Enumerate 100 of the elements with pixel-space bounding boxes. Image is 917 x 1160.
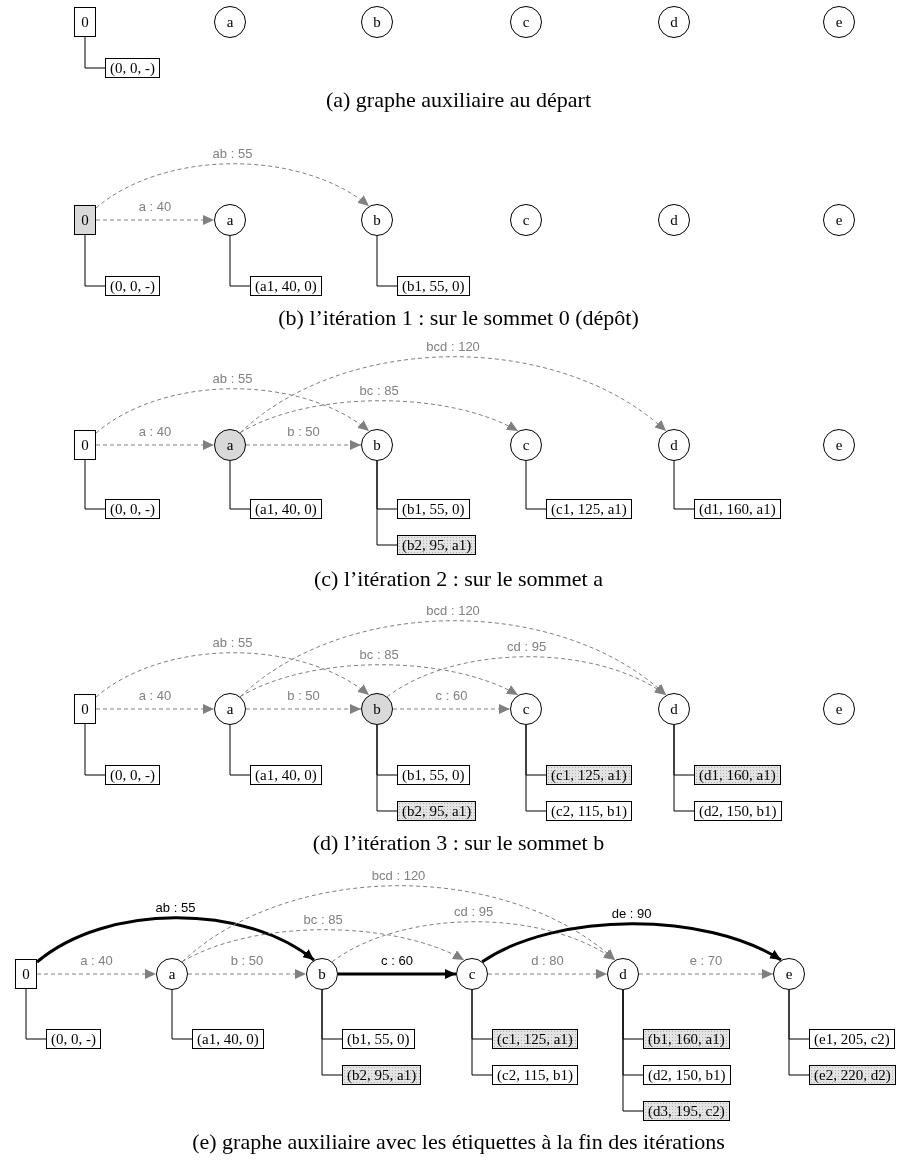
connector-line [376,235,398,287]
edge-label: b : 50 [228,954,266,968]
connector-line [25,988,47,1040]
label-box: (a1, 40, 0) [250,765,322,785]
depot-box: 0 [74,694,96,724]
label-box: (e2, 220, d2) [809,1065,896,1085]
edge-label: c : 60 [433,689,470,703]
vertex-circle: e [823,204,855,236]
vertex-circle: e [773,958,805,990]
label-box: (0, 0, -) [46,1029,101,1049]
label-box: (c2, 115, b1) [546,801,633,821]
depot-box: 0 [74,205,96,235]
arrow [338,969,456,979]
arrow [95,704,215,714]
label-box: (c1, 125, a1) [546,499,632,519]
depot-box: 0 [15,959,37,989]
edge-label: bc : 85 [301,913,345,927]
edge-label: a : 40 [78,954,115,968]
vertex-circle: d [658,429,690,461]
label-box: (b1, 55, 0) [397,765,470,785]
label-box: (b2, 95, a1) [397,801,477,821]
arrow [239,620,667,698]
arrow [95,388,370,434]
label-box: (0, 0, -) [105,765,160,785]
vertex-circle: e [823,6,855,38]
edge-label: c : 60 [379,954,415,968]
vertex-circle: b [361,429,393,461]
label-box: (c1, 125, a1) [492,1029,578,1049]
edge-label: bcd : 120 [424,604,482,618]
vertex-circle: c [456,958,488,990]
arrow [36,916,315,964]
arrow [331,921,616,963]
label-box: (0, 0, -) [105,276,160,296]
edge-label: ab : 55 [153,901,198,915]
label-box: (b1, 160, a1) [643,1029,730,1049]
arrow [638,969,774,979]
connector-line [673,724,695,812]
depot-box: 0 [74,7,96,37]
edge-label: b : 50 [285,689,322,703]
depot-box: 0 [74,430,96,460]
arrow [95,440,215,450]
vertex-circle: c [510,429,542,461]
arrow [187,969,307,979]
vertex-circle: e [823,429,855,461]
vertex-circle: d [658,204,690,236]
arrow [95,215,215,225]
edge-label: bc : 85 [357,648,401,662]
caption: (a) graphe auxiliaire au départ [324,87,593,113]
label-box: (e1, 205, c2) [809,1029,895,1049]
edge-label: bcd : 120 [424,340,482,354]
vertex-circle: d [658,6,690,38]
caption: (d) l’itération 3 : sur le sommet b [311,830,606,856]
connector-line [84,723,106,776]
label-box: (a1, 40, 0) [250,276,322,296]
arrow [239,356,667,434]
label-box: (0, 0, -) [105,58,160,78]
vertex-circle: a [214,429,246,461]
connector-line [525,460,547,510]
edge-label: cd : 95 [452,905,496,919]
label-box: (b1, 55, 0) [397,499,470,519]
connector-line [321,989,343,1076]
connector-line [788,989,810,1076]
connector-line [171,989,193,1040]
vertex-circle: b [306,958,338,990]
arrow [481,922,782,963]
edge-label: bcd : 120 [369,869,428,883]
connector-line [376,460,398,546]
label-box: (b2, 95, a1) [397,535,477,555]
vertex-circle: b [361,204,393,236]
arrow [239,664,519,698]
label-box: (b1, 55, 0) [397,276,470,296]
edge-label: ab : 55 [210,636,255,650]
label-box: (d2, 150, b1) [694,801,782,821]
arrow [239,400,519,434]
vertex-circle: d [658,693,690,725]
connector-line [229,724,251,776]
edge-label: a : 40 [136,200,174,214]
vertex-circle: c [510,6,542,38]
edge-label: a : 40 [136,425,174,439]
connector-line [376,724,398,812]
vertex-circle: e [823,693,855,725]
connector-line [525,724,547,812]
label-box: (b2, 95, a1) [342,1065,422,1085]
connector-line [84,459,106,510]
arrow [36,969,157,979]
caption: (c) l’itération 2 : sur le sommet a [313,566,604,592]
edge-label: ab : 55 [210,372,255,386]
vertex-circle: a [156,958,188,990]
edge-label: bc : 85 [357,384,401,398]
edge-label: d : 80 [529,954,566,968]
edge-label: a : 40 [136,689,174,703]
arrow [95,652,370,698]
vertex-circle: d [607,958,639,990]
vertex-circle: b [361,693,393,725]
arrow [386,656,667,698]
arrow [181,885,616,963]
edge-label: de : 90 [609,907,654,921]
connector-line [84,234,106,287]
arrow [181,929,465,963]
label-box: (a1, 40, 0) [250,499,322,519]
